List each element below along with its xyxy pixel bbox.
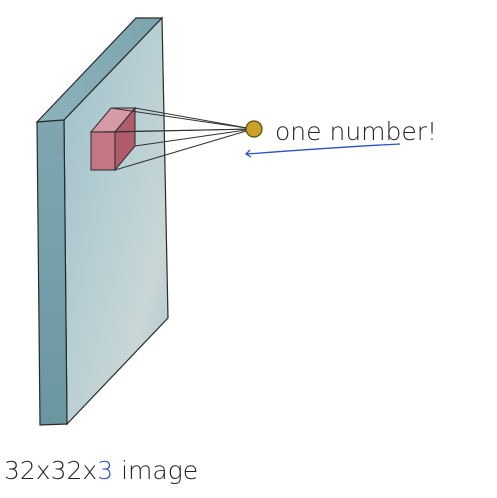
connection-line (114, 128, 254, 133)
connection-line (134, 107, 254, 130)
filter-cube (89, 106, 137, 172)
caption-width-height: 32x32x (4, 456, 98, 485)
output-label: one number! (275, 117, 437, 146)
caption-depth: 3 (97, 456, 114, 485)
connection-line (114, 128, 254, 171)
underline-hook (244, 149, 252, 158)
output-label-underline (246, 143, 401, 155)
connection-lines (90, 107, 254, 171)
caption-suffix: image (113, 456, 199, 485)
connection-line (110, 107, 254, 130)
connection-line (134, 128, 254, 147)
input-volume (35, 16, 169, 426)
input-volume-side-face (36, 119, 68, 426)
output-neuron (245, 120, 263, 138)
filter-cube-front-face (90, 131, 116, 171)
image-size-caption: 32x32x3 image (4, 456, 198, 485)
